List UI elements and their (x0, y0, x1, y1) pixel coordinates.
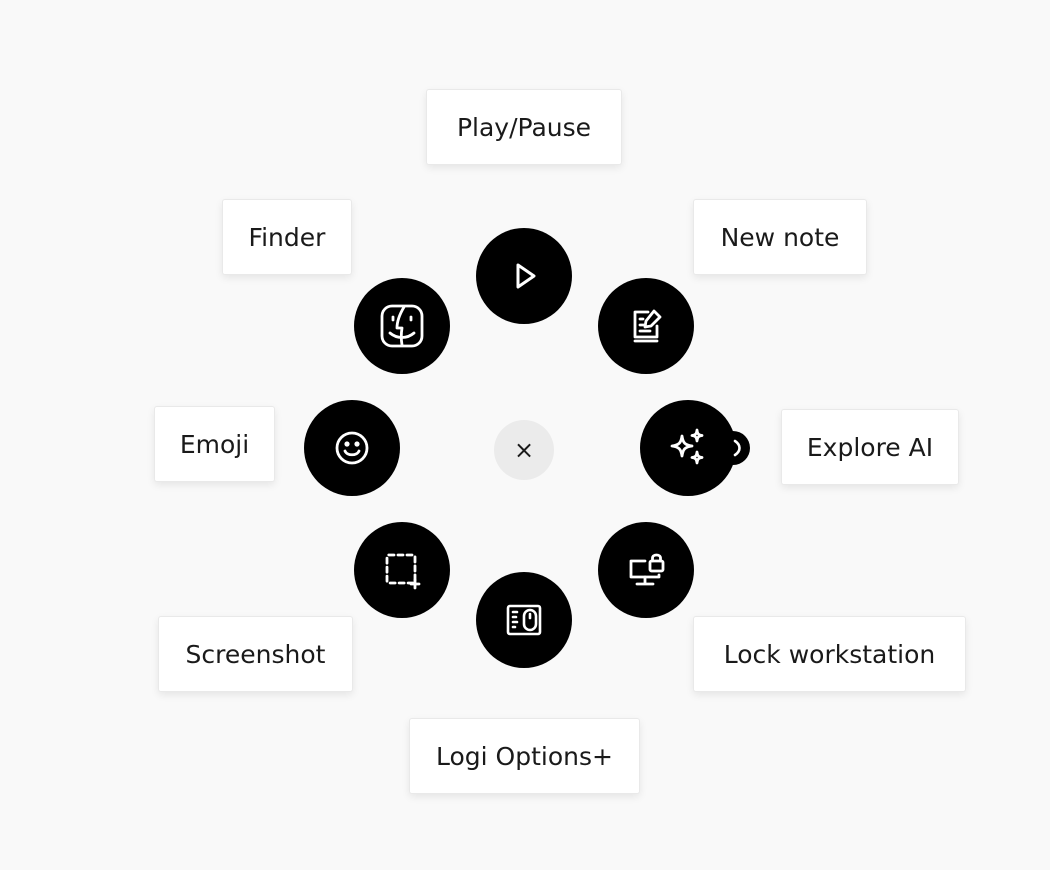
note-edit-icon (624, 304, 668, 348)
label-new-note[interactable]: New note (693, 199, 867, 275)
finder-icon (377, 301, 427, 351)
label-logi-options[interactable]: Logi Options+ (409, 718, 640, 794)
label-finder[interactable]: Finder (222, 199, 352, 275)
emoji-button[interactable] (304, 400, 400, 496)
label-emoji[interactable]: Emoji (154, 406, 275, 482)
close-icon: × (513, 436, 535, 464)
play-pause-button[interactable] (476, 228, 572, 324)
play-icon (504, 256, 544, 296)
label-lock-workstation[interactable]: Lock workstation (693, 616, 966, 692)
sparkles-icon (664, 424, 712, 472)
logi-options-icon (501, 597, 547, 643)
logi-options-button[interactable] (476, 572, 572, 668)
finder-button[interactable] (354, 278, 450, 374)
screenshot-button[interactable] (354, 522, 450, 618)
label-play-pause[interactable]: Play/Pause (426, 89, 622, 165)
monitor-lock-icon (623, 547, 669, 593)
label-explore-ai[interactable]: Explore AI (781, 409, 959, 485)
label-screenshot[interactable]: Screenshot (158, 616, 353, 692)
emoji-icon (331, 427, 373, 469)
handle-icon[interactable] (730, 438, 746, 458)
explore-ai-button[interactable] (640, 400, 741, 496)
new-note-button[interactable] (598, 278, 694, 374)
screenshot-icon (379, 547, 425, 593)
lock-workstation-button[interactable] (598, 522, 694, 618)
close-button[interactable]: × (494, 420, 554, 480)
